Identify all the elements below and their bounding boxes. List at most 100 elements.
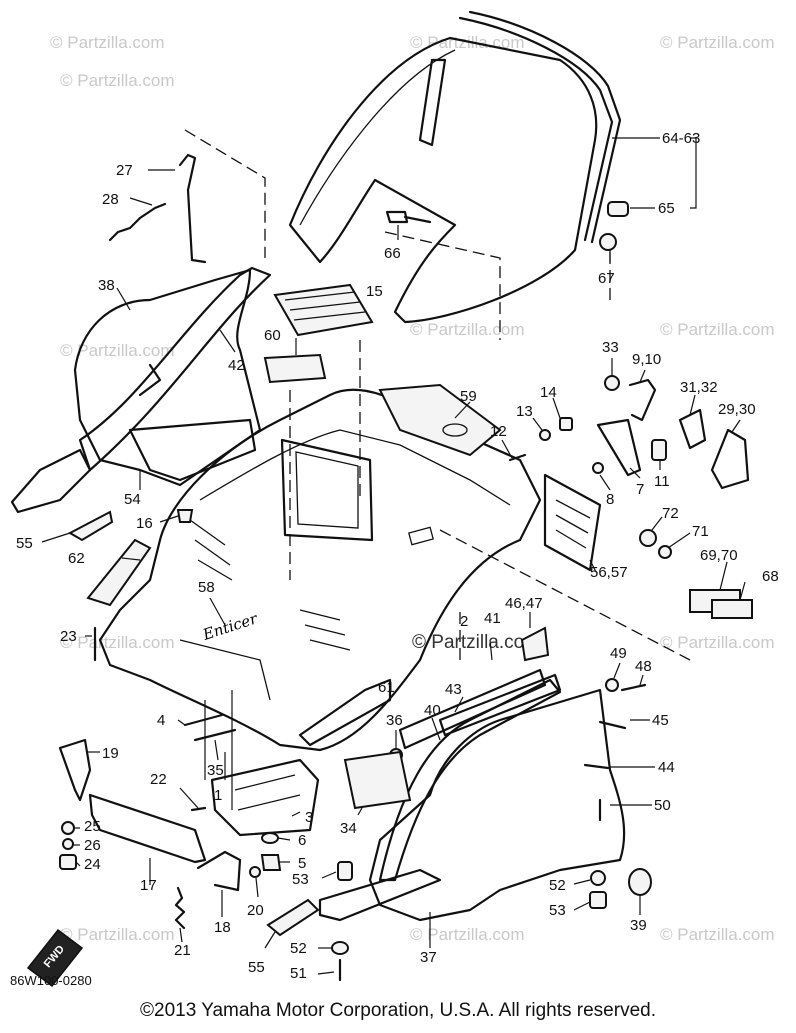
part-4-bolt xyxy=(183,713,224,727)
callout-35: 35 xyxy=(207,762,224,779)
part-53-nut-a xyxy=(589,891,607,909)
callout-2: 2 xyxy=(460,613,468,630)
part-46-47-bracket xyxy=(520,626,550,662)
callout-11: 11 xyxy=(654,473,670,490)
callout-15: 15 xyxy=(366,283,383,300)
part-6-washer xyxy=(261,832,279,844)
part-72-grommet xyxy=(639,529,657,547)
callout-28: 28 xyxy=(102,191,119,208)
watermark: © Partzilla.com xyxy=(60,341,175,360)
callout-65: 65 xyxy=(658,200,675,217)
callout-39: 39 xyxy=(630,917,647,934)
callout-51: 51 xyxy=(290,965,307,982)
callout-14: 14 xyxy=(540,384,557,401)
part-19-bracket xyxy=(58,738,92,802)
callout-49: 49 xyxy=(610,645,627,662)
callout-56-57: 56,57 xyxy=(590,564,628,581)
callout-29-30: 29,30 xyxy=(718,401,756,418)
callout-9-10: 9,10 xyxy=(632,351,661,368)
hood-main xyxy=(98,388,542,752)
part-71-nut xyxy=(658,545,672,559)
callout-22: 22 xyxy=(150,771,167,788)
part-68-reflector xyxy=(711,599,753,619)
part-5-nut xyxy=(260,854,282,871)
part-55-upper-trim xyxy=(67,510,114,542)
watermark: © Partzilla.com xyxy=(410,320,525,339)
callout-3: 3 xyxy=(305,809,313,826)
callout-60: 60 xyxy=(264,327,281,344)
callout-13: 13 xyxy=(516,403,533,420)
callout-55-lower: 55 xyxy=(248,959,265,976)
part-28-spring xyxy=(108,202,167,242)
callout-20: 20 xyxy=(247,902,264,919)
callout-55-upper: 55 xyxy=(16,535,33,552)
callout-62: 62 xyxy=(68,550,85,567)
part-22-bolt xyxy=(190,806,207,812)
part-49-nut xyxy=(605,678,619,692)
callout-12: 12 xyxy=(490,423,507,440)
part-8-bolt xyxy=(592,462,604,474)
part-21-spring xyxy=(174,886,186,930)
lower-side-panel xyxy=(318,668,626,922)
drawing-code: 86W100-0280 xyxy=(10,973,92,988)
callout-18: 18 xyxy=(214,919,231,936)
callout-72: 72 xyxy=(662,505,679,522)
part-29-30-cover xyxy=(710,428,750,490)
callout-69-70: 69,70 xyxy=(700,547,738,564)
callout-52-b: 52 xyxy=(290,940,307,957)
part-34-box xyxy=(343,750,412,810)
part-48-bolt xyxy=(620,683,647,692)
callout-24: 24 xyxy=(84,856,101,873)
part-66-screw xyxy=(385,210,432,224)
watermark: © Partzilla.com xyxy=(660,633,775,652)
callout-37: 37 xyxy=(420,949,437,966)
part-59-molding xyxy=(378,383,502,457)
callout-68: 68 xyxy=(762,568,779,585)
callout-52-a: 52 xyxy=(549,877,566,894)
callout-41: 41 xyxy=(484,610,501,627)
callout-71: 71 xyxy=(692,523,709,540)
callout-67: 67 xyxy=(598,270,615,287)
watermarks: © Partzilla.com © Partzilla.com © Partzi… xyxy=(50,33,775,944)
part-7-stay xyxy=(596,418,642,477)
windshield xyxy=(288,10,622,324)
callout-7: 7 xyxy=(636,481,644,498)
part-17-bar xyxy=(88,793,207,864)
assembly-lines xyxy=(184,129,691,665)
callout-33: 33 xyxy=(602,339,619,356)
watermark: © Partzilla.com xyxy=(60,71,175,90)
part-52-washer-b xyxy=(331,941,349,955)
part-16-clip xyxy=(176,509,194,523)
part-52-washer-a xyxy=(590,870,606,886)
callout-27: 27 xyxy=(116,162,133,179)
callout-21: 21 xyxy=(174,942,191,959)
callout-38: 38 xyxy=(98,277,115,294)
watermark: © Partzilla.com xyxy=(60,633,175,652)
watermark: © Partzilla.com xyxy=(410,925,525,944)
fwd-arrow: FWD xyxy=(26,928,84,988)
callout-19: 19 xyxy=(102,745,119,762)
part-25-washer xyxy=(61,821,75,835)
callout-59: 59 xyxy=(460,388,477,405)
watermark: © Partzilla.com xyxy=(660,320,775,339)
callout-64-63: 64-63 xyxy=(662,130,700,147)
callout-1: 1 xyxy=(214,787,222,804)
callout-42: 42 xyxy=(228,357,245,374)
callout-45: 45 xyxy=(652,712,669,729)
part-53-nut-b xyxy=(337,861,353,881)
callout-46-47: 46,47 xyxy=(505,595,543,612)
callout-17: 17 xyxy=(140,877,157,894)
callout-25: 25 xyxy=(84,818,101,835)
callout-58: 58 xyxy=(198,579,215,596)
part-12-bolt xyxy=(508,453,527,462)
callout-44: 44 xyxy=(658,759,675,776)
callout-31-32: 31,32 xyxy=(680,379,718,396)
callout-53-a: 53 xyxy=(292,871,309,888)
watermark: © Partzilla.com xyxy=(660,925,775,944)
part-14-nut xyxy=(559,417,573,431)
callout-48: 48 xyxy=(635,658,652,675)
callout-36: 36 xyxy=(386,712,403,729)
part-11-clip xyxy=(651,439,667,461)
part-33-nut xyxy=(604,375,620,391)
part-62-trim xyxy=(86,538,152,607)
